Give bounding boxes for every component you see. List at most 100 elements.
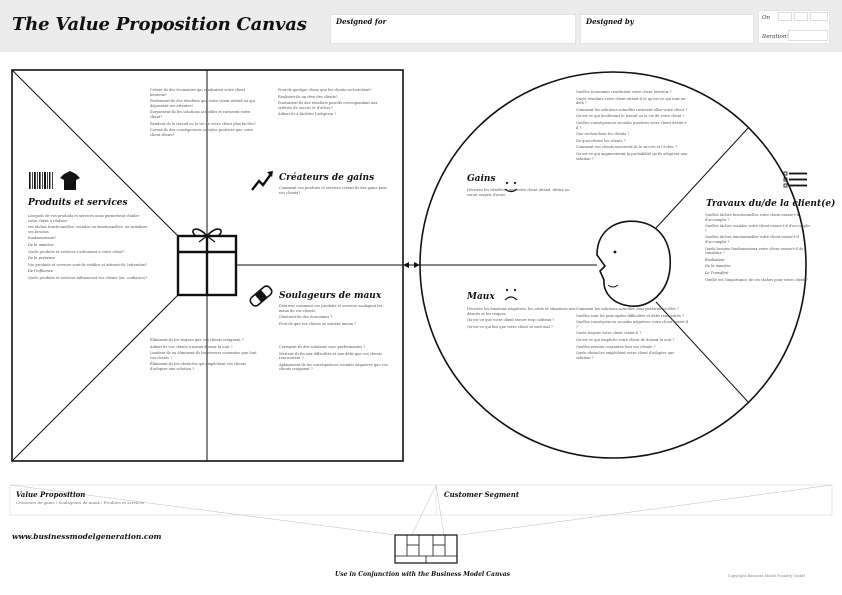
- customer-jobs-text: Quelles tâches fonctionnelles votre clie…: [705, 213, 813, 343]
- products-services-title: Produits et services: [28, 198, 128, 208]
- value-proposition-sub: Créateurs de gains / Soulageurs de maux …: [16, 500, 144, 505]
- shirt-icon: [60, 171, 80, 190]
- text-line: Quelles erreurs courantes font vos clien…: [576, 344, 656, 349]
- text-line: Font-ils quelque chose que les clients r…: [278, 88, 372, 92]
- funnel-line-mid-left: [411, 484, 437, 536]
- month-field[interactable]: [794, 12, 808, 21]
- text-line: Qu'est-ce qui empêche votre client de do…: [576, 337, 675, 342]
- text-line: Créent-ils des conséquences sociales pos…: [150, 128, 254, 137]
- text-line: ses tâches fonctionnelles, sociales ou é…: [28, 225, 148, 234]
- text-line: Le Transféré: [705, 270, 729, 275]
- text-line: Comment les solutions actuelles sous-per…: [576, 307, 679, 311]
- gain-creators-title: Créateurs de gains: [279, 173, 375, 183]
- year-field[interactable]: [810, 12, 828, 21]
- text-line: Produisent-ils des résultats que votre c…: [150, 99, 256, 108]
- iteration-field[interactable]: [788, 30, 828, 41]
- customer-diagonal-bottom: [655, 301, 750, 404]
- text-line: Décrivez les émotions négatives, les coû…: [467, 307, 576, 316]
- on-label: On: [762, 15, 771, 21]
- text-line: Aident-ils vos clients à mieux dormir la…: [150, 344, 233, 349]
- text-line: Aident-ils à faciliter l'adoption ?: [278, 112, 337, 117]
- text-line: De l'influence: [28, 269, 54, 274]
- barcode-icon: [29, 172, 53, 189]
- text-line: Que recherchent les clients ?: [576, 132, 630, 137]
- pains-text-right: Comment les solutions actuelles sous-per…: [576, 307, 688, 449]
- face-profile-icon: [596, 220, 672, 307]
- use-in-conjunction-text: Use in Conjunction with the Business Mod…: [335, 571, 511, 578]
- text-line: Éliminent-ils les obstacles qui empêchen…: [150, 362, 247, 371]
- products-services-text: Lesquels de vos produits et services nou…: [28, 214, 148, 354]
- day-field[interactable]: [778, 12, 792, 21]
- text-line: Quels produits et services influencent v…: [28, 275, 148, 280]
- text-line: De la présence: [28, 256, 56, 261]
- checklist-icon: [783, 171, 807, 188]
- text-line: De la manière: [705, 264, 731, 269]
- text-line: Rendent-ils le travail ou la vie de votr…: [150, 121, 256, 126]
- text-line: Quels obstacles empêchent votre client d…: [576, 351, 675, 360]
- text-line: Génèrent-ils des économies ?: [279, 315, 333, 320]
- text-line: Réalisent-ils un rêve des clients?: [278, 94, 338, 99]
- customer-diagonal-top: [655, 126, 750, 229]
- text-line: De la manière: [28, 242, 54, 247]
- text-line: Éliminent-ils les risques que vos client…: [150, 338, 244, 342]
- text-line: Vos produits et services sont-ils visibl…: [28, 262, 148, 267]
- text-line: Quels produits et services s'adressent à…: [28, 249, 125, 254]
- diagonal-bottom-left: [11, 294, 179, 462]
- smiley-sad-icon: [504, 288, 518, 301]
- text-line: Comment vos produits et services créent-…: [279, 186, 388, 195]
- gains-title: Gains: [467, 174, 496, 184]
- text-line: Quelles conséquences sociales positives …: [576, 120, 688, 130]
- text-line: fondamentaux?: [28, 236, 56, 241]
- gain-creators-text-top: Font-ils quelque chose que les clients r…: [278, 88, 390, 168]
- designed-by-field[interactable]: [580, 14, 754, 44]
- text-line: Décrivez comment vos produits et service…: [279, 304, 383, 313]
- smiley-happy-icon: [504, 181, 518, 193]
- copyright-text: Copyright Business Model Foundry GmbH: [728, 574, 806, 578]
- text-line: De quoi rêvent les clients ?: [576, 138, 626, 143]
- pain-relievers-text-left: Éliminent-ils les risques que vos client…: [150, 338, 262, 448]
- business-model-canvas-mini-icon: [394, 534, 458, 564]
- text-line: Limitent-ils ou éliminent-ils les erreur…: [150, 351, 257, 360]
- gains-text-top: Quelles économies rendraient votre clien…: [576, 90, 688, 250]
- text-line: Qu'est-ce que votre client trouve trop c…: [467, 318, 555, 323]
- text-line: Quelles tâches fonctionnelles votre clie…: [705, 213, 799, 222]
- gain-creators-text-left: Créent-ils des économies qui rendraient …: [150, 88, 262, 218]
- fit-arrow-left-icon: [403, 262, 409, 268]
- bandage-icon: [249, 285, 273, 307]
- text-line: Quelles sont les principales difficultés…: [576, 313, 684, 318]
- text-line: Corrigent-ils des solutions sous-perform…: [279, 345, 366, 349]
- pain-relievers-text-lower: Corrigent-ils des solutions sous-perform…: [279, 345, 391, 445]
- trend-up-icon: [251, 171, 273, 191]
- funnel-line-left-outer: [9, 484, 396, 536]
- iteration-label: Iteration:: [762, 34, 789, 40]
- text-line: Décrivez les bénéfices que votre client …: [467, 188, 570, 197]
- value-proposition-label: Value Proposition: [16, 490, 86, 499]
- pains-title: Maux: [467, 292, 495, 302]
- text-line: Lesquels de vos produits et services nou…: [28, 214, 140, 223]
- text-line: Qu'est-ce qui augmenterait la probabilit…: [576, 151, 688, 161]
- text-line: Quelles conséquences sociales négatives …: [576, 320, 688, 329]
- text-line: Comment les solutions actuelles ravissen…: [576, 107, 688, 112]
- page-title: The Value Proposition Canvas: [12, 14, 307, 35]
- text-line: Qu'est-ce qui faciliterait le travail ou…: [576, 114, 685, 119]
- gains-text-description: Décrivez les bénéfices que votre client …: [467, 188, 577, 254]
- designed-for-field[interactable]: [330, 14, 576, 44]
- text-line: Qu'est-ce qui fait que votre client se s…: [467, 324, 553, 329]
- pains-text-description: Décrivez les émotions négatives, les coû…: [467, 307, 577, 367]
- text-line: Quelles tâches sociales votre client ess…: [705, 224, 811, 233]
- text-line: Surpassent-ils les solutions actuelles e…: [150, 110, 251, 119]
- text-line: Produisent-ils des résultats positifs co…: [278, 101, 378, 110]
- text-line: Quelles économies rendraient votre clien…: [576, 90, 672, 94]
- text-line: Quels risques votre client craint-il ?: [576, 331, 642, 336]
- website-link[interactable]: www.businessmodelgeneration.com: [12, 532, 162, 541]
- designed-by-label: Designed by: [586, 17, 634, 26]
- funnel-line-mid-right: [435, 484, 445, 536]
- diagonal-top-left: [11, 69, 179, 237]
- text-line: Comment vos clients mesurent-ils le succ…: [576, 145, 678, 150]
- gain-creators-text-description: Comment vos produits et services créent-…: [279, 186, 391, 256]
- footer-frame: [9, 484, 833, 516]
- customer-jobs-title: Travaux du/de la client(e): [706, 199, 836, 209]
- text-line: Quelles tâches émotionnelles votre clien…: [705, 235, 799, 244]
- text-line: Quels résultats votre client attend-il e…: [576, 96, 687, 106]
